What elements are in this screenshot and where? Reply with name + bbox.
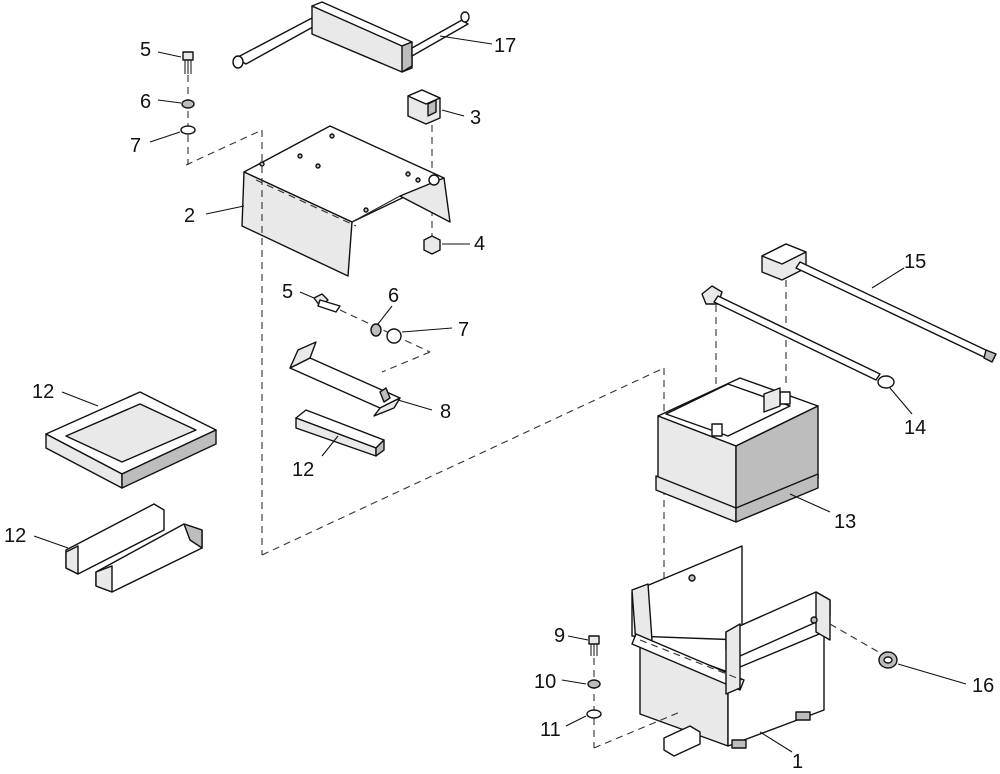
callout-14: 14 <box>904 417 926 439</box>
callout-6: 6 <box>140 91 151 113</box>
callout-2: 2 <box>184 205 195 227</box>
part-1-battery-box <box>631 545 831 757</box>
washer-7-top <box>180 125 196 135</box>
callout-4: 4 <box>474 233 485 255</box>
washer-10 <box>587 679 601 689</box>
callout-7-mid: 7 <box>458 319 469 341</box>
callout-7: 7 <box>130 135 141 157</box>
part-12-channels <box>65 503 203 593</box>
washer-6-top <box>181 99 195 109</box>
part-16-grommet <box>878 651 898 669</box>
callout-10: 10 <box>534 671 556 693</box>
part-3-clamp <box>407 89 441 125</box>
callout-5-mid: 5 <box>282 281 293 303</box>
callout-15: 15 <box>904 251 926 273</box>
nut-4 <box>423 235 441 255</box>
part-13-battery <box>655 377 819 523</box>
washer-7-mid <box>386 328 402 344</box>
part-14-cable <box>701 285 895 389</box>
callout-9: 9 <box>554 625 565 647</box>
callout-13: 13 <box>834 511 856 533</box>
callout-17: 17 <box>494 35 516 57</box>
callout-12-frame: 12 <box>32 381 54 403</box>
callout-5: 5 <box>140 39 151 61</box>
callout-12-strip: 12 <box>292 459 314 481</box>
part-2-cover <box>241 125 451 277</box>
washer-11 <box>586 709 602 719</box>
part-12-frame <box>45 391 217 489</box>
part-15-cable <box>761 243 997 363</box>
callout-12-channels: 12 <box>4 525 26 547</box>
washer-6-mid <box>370 323 382 337</box>
callout-8: 8 <box>440 401 451 423</box>
part-17-handle <box>232 1 470 73</box>
bolt-5-top <box>182 51 194 74</box>
callout-3: 3 <box>470 107 481 129</box>
bolt-5-mid <box>313 293 341 313</box>
part-8-bracket <box>289 341 401 417</box>
bolt-9 <box>588 635 600 656</box>
leader-17 <box>439 35 493 45</box>
part-12-strip <box>295 409 385 457</box>
callout-1: 1 <box>792 751 803 773</box>
callout-16: 16 <box>972 675 994 697</box>
callout-11: 11 <box>540 719 561 741</box>
callout-6-mid: 6 <box>388 285 399 307</box>
